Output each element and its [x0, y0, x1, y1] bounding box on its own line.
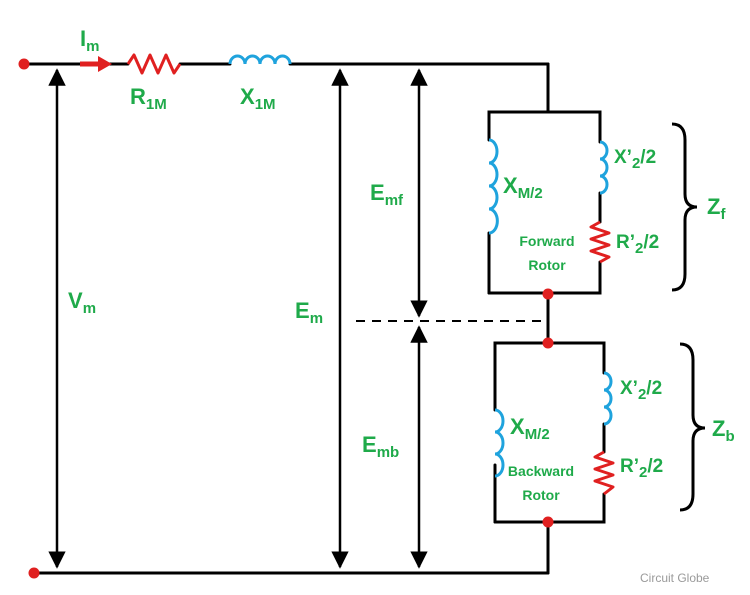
- label-zf: Zf: [707, 194, 726, 223]
- label-zb: Zb: [712, 416, 735, 445]
- resistor-r1m-icon: [126, 53, 182, 75]
- label-backward-rotor-line2: Rotor: [522, 487, 560, 503]
- label-r2-forward: R’2/2: [616, 232, 659, 257]
- label-r2-backward: R’2/2: [620, 456, 663, 481]
- forward-node-bottom: [542, 288, 554, 300]
- input-terminal-top: [18, 58, 30, 70]
- zb-brace-icon: [679, 342, 706, 512]
- label-x1m: X1M: [240, 84, 276, 113]
- label-backward-rotor-line1: Backward: [508, 463, 574, 479]
- watermark-text: Circuit Globe: [640, 571, 710, 585]
- resistor-r2-backward-icon: [593, 450, 615, 496]
- label-xm-backward: XM/2: [510, 414, 550, 443]
- label-x2-backward: X’2/2: [620, 378, 662, 403]
- backward-node-bottom: [542, 516, 554, 528]
- inductor-xm-forward-icon: [488, 138, 499, 235]
- label-forward-rotor-line1: Forward: [519, 233, 574, 249]
- nodes: [18, 58, 554, 579]
- inductor-xm-backward-icon: [494, 408, 505, 478]
- label-im: Im: [80, 26, 99, 55]
- label-vm: Vm: [68, 288, 96, 317]
- inductor-x1m-icon: [228, 54, 292, 65]
- voltage-arrows: [48, 68, 428, 569]
- backward-box-top: [493, 341, 606, 412]
- input-terminal-bottom: [28, 567, 40, 579]
- forward-box-bottom: [487, 260, 602, 295]
- label-forward-rotor-line2: Rotor: [528, 257, 566, 273]
- label-emf: Emf: [370, 180, 404, 209]
- label-r1m: R1M: [130, 84, 167, 113]
- resistor-r2-forward-icon: [589, 220, 611, 264]
- zf-brace-icon: [671, 122, 698, 292]
- forward-box-left: [487, 110, 602, 144]
- inductor-x2-forward-icon: [599, 140, 609, 195]
- backward-node-top: [542, 337, 554, 349]
- inductor-x2-backward-icon: [603, 371, 613, 426]
- backward-box-bottom: [493, 492, 606, 524]
- label-em: Em: [295, 298, 323, 327]
- label-emb: Emb: [362, 432, 399, 461]
- wires: [22, 62, 606, 575]
- label-xm-forward: XM/2: [503, 173, 543, 202]
- label-x2-forward: X’2/2: [614, 147, 656, 172]
- current-arrow: [80, 56, 112, 72]
